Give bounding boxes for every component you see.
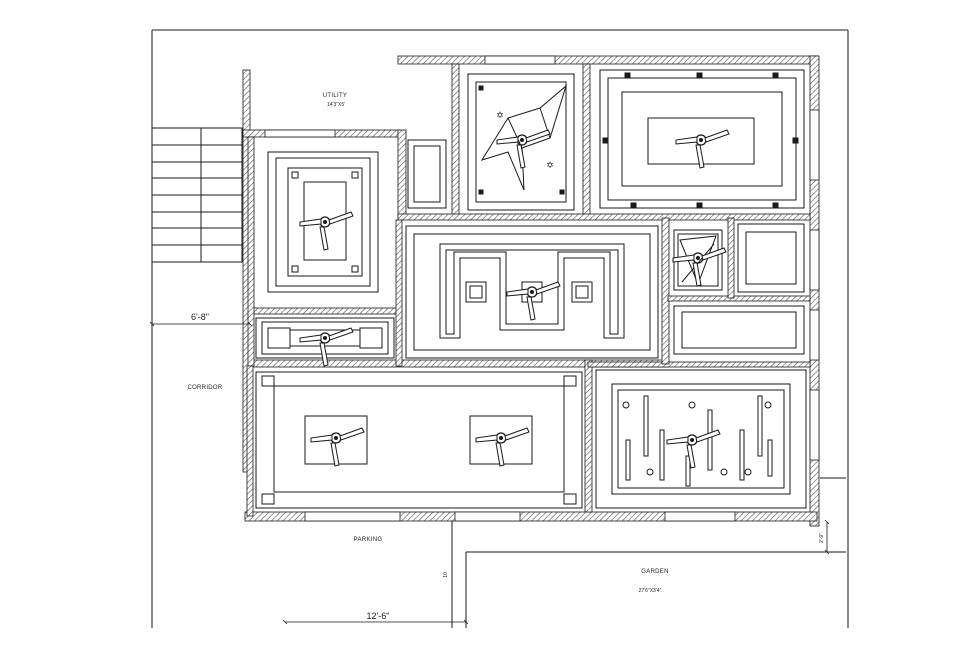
ceiling-pantry bbox=[407, 139, 447, 209]
garden-boundary bbox=[451, 477, 846, 628]
ceiling-drawing-room bbox=[595, 369, 807, 509]
ceiling-bedroom-right bbox=[599, 69, 805, 209]
star-icon: ✡ bbox=[546, 160, 554, 170]
star-icon: ✡ bbox=[496, 110, 504, 120]
dimension-right-setback: 2'-9" bbox=[819, 533, 825, 543]
ceiling-fan-icon bbox=[496, 129, 551, 169]
staircase bbox=[151, 127, 243, 263]
room-size-garden: 27'6"X3'4" bbox=[639, 588, 662, 594]
step-mark: 10 bbox=[443, 572, 449, 578]
room-label-garden: GARDEN bbox=[641, 569, 668, 575]
ceiling-fan-icon bbox=[506, 281, 561, 321]
room-label-utility: UTILITY bbox=[323, 93, 347, 99]
room-label-parking: PARKING bbox=[354, 537, 383, 543]
ceiling-central-hall bbox=[405, 225, 659, 359]
ceiling-star-room: ✡ ✡ bbox=[467, 73, 575, 211]
dimension-parking-width: 12'-6" bbox=[367, 611, 390, 621]
ceiling-bath-right bbox=[737, 223, 805, 293]
ceiling-fan-icon bbox=[310, 427, 365, 467]
room-label-corridor: CORRIDOR bbox=[187, 385, 222, 391]
ceiling-living-room bbox=[255, 371, 583, 509]
room-size-utility: 14'3"X5' bbox=[327, 102, 345, 108]
ceiling-fan-icon bbox=[675, 129, 730, 169]
windows bbox=[264, 55, 820, 522]
ceiling-dressing bbox=[673, 305, 805, 355]
outer-walls bbox=[242, 55, 820, 527]
dimension-corridor-width: 6'-8" bbox=[191, 312, 209, 322]
ceiling-fan-icon bbox=[475, 427, 530, 467]
dimension-lines bbox=[149, 321, 830, 625]
ceiling-fan-icon bbox=[299, 211, 354, 251]
